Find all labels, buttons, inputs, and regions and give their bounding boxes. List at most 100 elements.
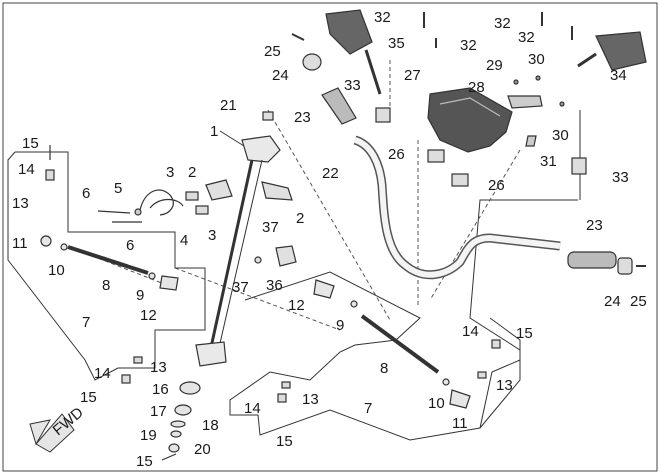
- callout-25a: 25: [264, 43, 281, 60]
- bolts-32-icon: [423, 12, 573, 147]
- callout-23b: 23: [586, 217, 603, 234]
- group-outline-left: [7, 151, 206, 381]
- bearing-stack-icon: [161, 381, 201, 461]
- tie-rod-right-icon: [313, 279, 471, 409]
- callout-23a: 23: [294, 109, 311, 126]
- group-outline-center: [229, 199, 578, 441]
- callout-31: 31: [540, 153, 557, 170]
- clamp-2-icon: [205, 179, 293, 201]
- grip-23-left-icon: [321, 87, 357, 125]
- clamp-26-icon: [427, 149, 469, 187]
- callout-12a: 12: [140, 307, 157, 324]
- fwd-arrow-icon: [29, 413, 75, 453]
- callout-29: 29: [486, 57, 503, 74]
- bracket-28-icon: [507, 95, 543, 109]
- cable-bracket-4-icon: [139, 189, 184, 216]
- bar-end-24-icon: [302, 53, 633, 275]
- callout-6b: 6: [126, 237, 134, 254]
- callout-25b: 25: [630, 293, 647, 310]
- callout-11b: 11: [452, 415, 468, 432]
- callout-10a: 10: [48, 262, 65, 279]
- callout-2b: 2: [296, 210, 304, 227]
- callout-2a: 2: [188, 164, 196, 181]
- callout-8b: 8: [380, 360, 388, 377]
- callout-37b: 37: [232, 279, 249, 296]
- callout-13a: 13: [12, 195, 29, 212]
- callout-33b: 33: [612, 169, 629, 186]
- group-outline-right: [479, 317, 521, 429]
- callout-32b: 32: [460, 37, 477, 54]
- callout-9b: 9: [336, 317, 344, 334]
- callout-14d: 14: [462, 323, 479, 340]
- callout-32c: 32: [494, 15, 511, 32]
- grip-23-right-icon: [567, 251, 617, 269]
- callout-16: 16: [152, 381, 169, 398]
- callout-5: 5: [114, 180, 122, 197]
- callout-33a: 33: [344, 77, 361, 94]
- callout-15e: 15: [136, 453, 153, 470]
- callout-14b: 14: [94, 365, 111, 382]
- callout-32a: 32: [374, 9, 391, 26]
- switch-36-icon: [254, 245, 297, 267]
- callout-14c: 14: [244, 400, 261, 417]
- mirror-34-icon: [577, 31, 647, 71]
- callout-3b: 3: [208, 227, 216, 244]
- handlebar-cover-27-icon: [427, 87, 513, 153]
- callout-7b: 7: [364, 400, 372, 417]
- callout-13d: 13: [496, 377, 513, 394]
- callout-27: 27: [404, 67, 421, 84]
- leader-5: [174, 267, 341, 331]
- callout-21: 21: [220, 97, 237, 114]
- callout-15c: 15: [276, 433, 293, 450]
- callout-32d: 32: [518, 29, 535, 46]
- tie-rod-left-icon: [40, 235, 179, 291]
- callout-3a: 3: [166, 164, 174, 181]
- spacer-3-icon: [185, 191, 209, 215]
- callout-19: 19: [140, 427, 157, 444]
- handlebar-22-icon: [353, 135, 561, 280]
- callout-37a: 37: [262, 219, 279, 236]
- callout-20: 20: [194, 441, 211, 458]
- callout-28: 28: [468, 79, 485, 96]
- callout-30a: 30: [528, 51, 545, 68]
- callout-34: 34: [610, 67, 627, 84]
- callout-12b: 12: [288, 297, 305, 314]
- callout-11a: 11: [12, 235, 28, 252]
- callout-24b: 24: [604, 293, 621, 310]
- callout-26b: 26: [488, 177, 505, 194]
- callout-labels: 1 2 2 3 3 4 5 6 6 7 7 8 8 9 9 10 10 11 1…: [12, 9, 647, 470]
- mirror-35-icon: [325, 9, 382, 95]
- callout-13c: 13: [302, 391, 319, 408]
- callout-36: 36: [266, 277, 283, 294]
- callout-9a: 9: [136, 287, 144, 304]
- callout-17: 17: [150, 403, 167, 420]
- callout-22: 22: [322, 165, 339, 182]
- leader-3: [429, 149, 521, 301]
- callout-6a: 6: [82, 185, 90, 202]
- leader-1: [267, 109, 391, 321]
- callout-1: 1: [210, 123, 218, 140]
- nuts-13-14-icon: [45, 145, 501, 403]
- callout-15b: 15: [80, 389, 97, 406]
- bolt-21-icon: [262, 111, 274, 121]
- callout-18: 18: [202, 417, 219, 434]
- steering-column: [195, 135, 281, 367]
- callout-14a: 14: [18, 161, 35, 178]
- callout-35: 35: [388, 35, 405, 52]
- bolt-25-icon: [291, 33, 646, 267]
- callout-15a: 15: [22, 135, 39, 152]
- callout-4: 4: [180, 232, 188, 249]
- callout-10b: 10: [428, 395, 445, 412]
- callout-8a: 8: [102, 277, 110, 294]
- callout-30b: 30: [552, 127, 569, 144]
- callout-7a: 7: [82, 314, 90, 331]
- callout-15d: 15: [516, 325, 533, 342]
- callout-24a: 24: [272, 67, 289, 84]
- mirror-base-33-icon: [375, 107, 587, 175]
- callout-26a: 26: [388, 146, 405, 163]
- callout-13b: 13: [150, 359, 167, 376]
- bolts-5-6-icon: [97, 208, 142, 223]
